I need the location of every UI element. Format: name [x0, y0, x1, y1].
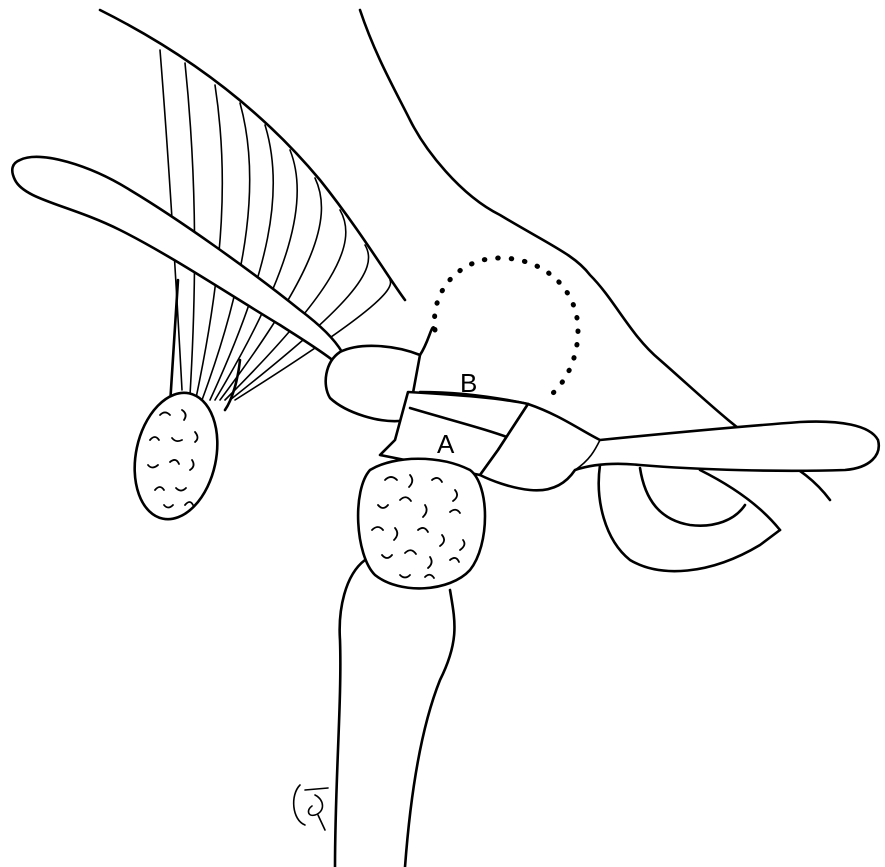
right-hook-structure — [599, 465, 780, 571]
label-a: A — [437, 429, 455, 459]
body-outline — [360, 10, 775, 455]
lower-shaft-right — [405, 590, 454, 867]
muscle-fan-outer — [100, 10, 405, 300]
right-long-bone — [480, 404, 879, 490]
center-oval-section — [358, 459, 485, 589]
muscle-fan-lower-edge — [170, 280, 178, 405]
left-oval-section — [124, 385, 229, 527]
lower-shaft-left — [335, 560, 365, 867]
right-hook-inner — [640, 468, 745, 526]
upper-long-bone — [12, 157, 342, 362]
muscle-fan-lower-edge-2 — [225, 360, 240, 410]
dotted-circle-outline — [434, 258, 578, 400]
artist-signature — [294, 785, 328, 830]
band-b-upper-line — [420, 327, 435, 355]
label-b: B — [460, 368, 477, 398]
right-hook-edge — [700, 470, 780, 530]
